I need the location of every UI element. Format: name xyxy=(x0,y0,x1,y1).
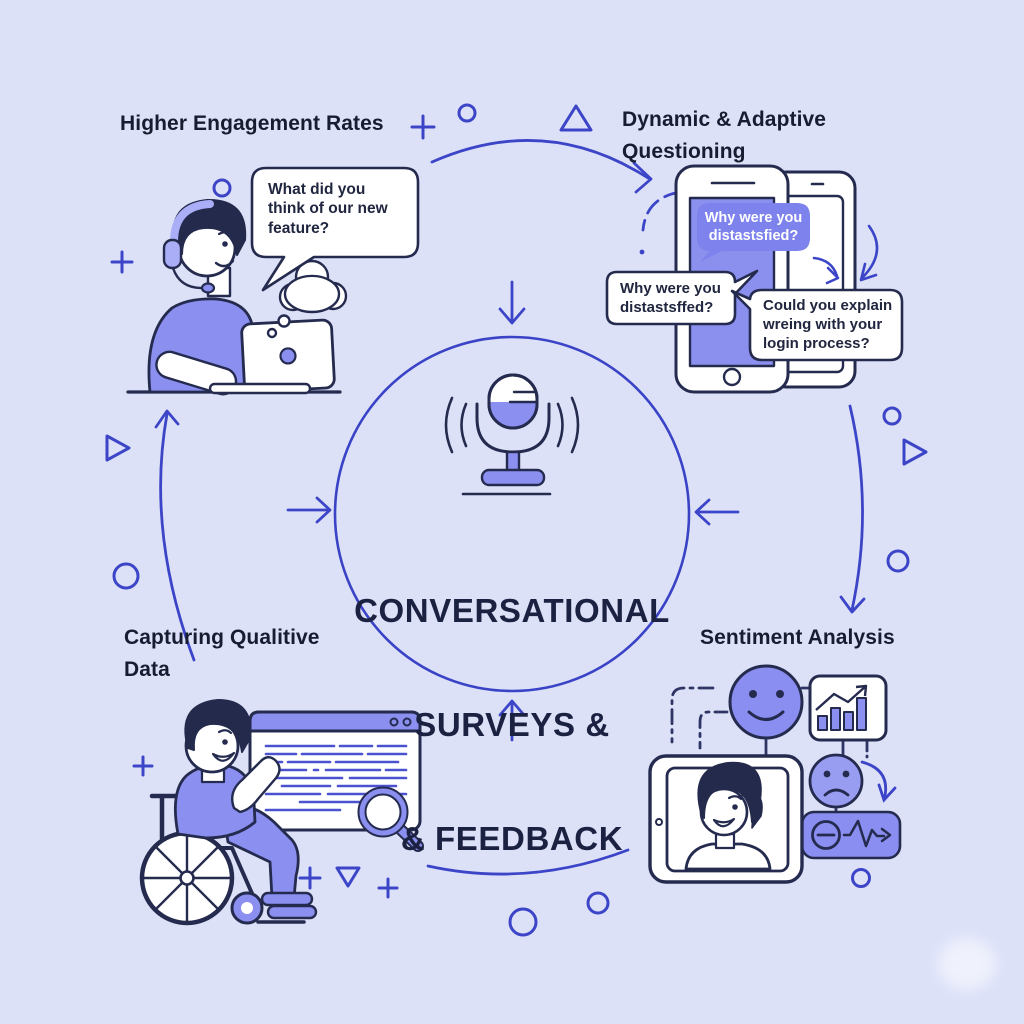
center-title-line: SURVEYS & xyxy=(414,706,610,743)
circle-icon xyxy=(212,178,232,198)
circle-icon xyxy=(508,907,538,937)
sound-waves-icon xyxy=(444,396,580,454)
triangle-icon xyxy=(105,434,131,462)
arc-bottom xyxy=(426,848,630,876)
mini-arrow-icon xyxy=(812,224,879,285)
raised-arm xyxy=(231,756,281,814)
center-circle xyxy=(333,335,691,693)
phone-chat-bubble xyxy=(697,203,810,262)
microphone-icon xyxy=(444,373,580,496)
circle-icon xyxy=(882,406,902,426)
center-title-line: CONVERSATIONAL xyxy=(354,592,670,629)
plus-icon xyxy=(110,250,134,274)
center-title-line: & FEEDBACK xyxy=(400,820,624,857)
headphone-band xyxy=(170,200,214,246)
plus-icon xyxy=(410,114,436,140)
tablet-person-icon xyxy=(648,754,804,884)
heading-higher-engagement: Higher Engagement Rates xyxy=(120,112,384,135)
plus-icon xyxy=(377,877,399,899)
plus-icon xyxy=(298,866,322,890)
circle-icon xyxy=(851,868,871,888)
chat-bubble xyxy=(605,269,759,326)
watermark-spot xyxy=(938,938,996,990)
arrow-down-icon xyxy=(498,280,526,325)
laptop-icon xyxy=(240,318,336,394)
center-title: CONVERSATIONAL SURVEYS & & FEEDBACK xyxy=(327,516,697,934)
dashed-elbow xyxy=(639,190,682,255)
triangle-down-icon xyxy=(335,866,361,888)
arrow-right-icon xyxy=(286,496,332,524)
wheelchair-person-icon xyxy=(139,699,318,926)
mini-arrow-icon xyxy=(860,760,897,803)
waveform-badge-icon xyxy=(800,810,902,860)
smiley-face-icon xyxy=(728,664,804,740)
heading-sentiment-analysis: Sentiment Analysis xyxy=(700,626,895,649)
decorative-shapes xyxy=(105,103,928,937)
flow-arrows xyxy=(154,139,866,876)
headphone-cup xyxy=(162,238,183,270)
thought-cloud-icon xyxy=(266,259,348,339)
arrow-up-icon xyxy=(498,699,526,742)
triangle-icon xyxy=(559,104,593,132)
circle-icon xyxy=(457,103,477,123)
bar-chart-icon xyxy=(808,674,888,742)
browser-window-icon xyxy=(248,710,424,852)
triangle-icon xyxy=(902,438,928,466)
heading-dynamic-questioning: Dynamic & Adaptive Questioning xyxy=(622,108,833,163)
hair xyxy=(184,699,252,753)
arrow-left-curve xyxy=(154,409,196,662)
right-bubble-text: Could you explain wreing with your login… xyxy=(763,297,897,352)
headset-person-icon xyxy=(126,198,348,396)
magnifier-icon xyxy=(357,786,424,852)
arrow-left-icon xyxy=(694,498,740,526)
heading-capturing-data: Capturing Qualitive Data xyxy=(124,626,326,681)
chat-bubble xyxy=(730,288,904,362)
circle-icon xyxy=(886,549,910,573)
arrow-top-arc xyxy=(430,139,653,194)
torso xyxy=(684,842,772,871)
arrow-right-curve xyxy=(839,404,866,614)
circle-icon xyxy=(112,562,140,590)
phone-bubble-text: Why were you distastsfied? xyxy=(704,210,807,245)
left-bubble-text: Why were you distastsffed? xyxy=(620,280,726,316)
mic-boom xyxy=(171,266,206,290)
circle-icon xyxy=(586,891,610,915)
sad-face-icon xyxy=(808,753,864,809)
speech-bubble-text: What did you think of our new feature? xyxy=(268,181,392,237)
speech-bubble xyxy=(250,166,420,292)
plus-icon xyxy=(132,755,154,777)
